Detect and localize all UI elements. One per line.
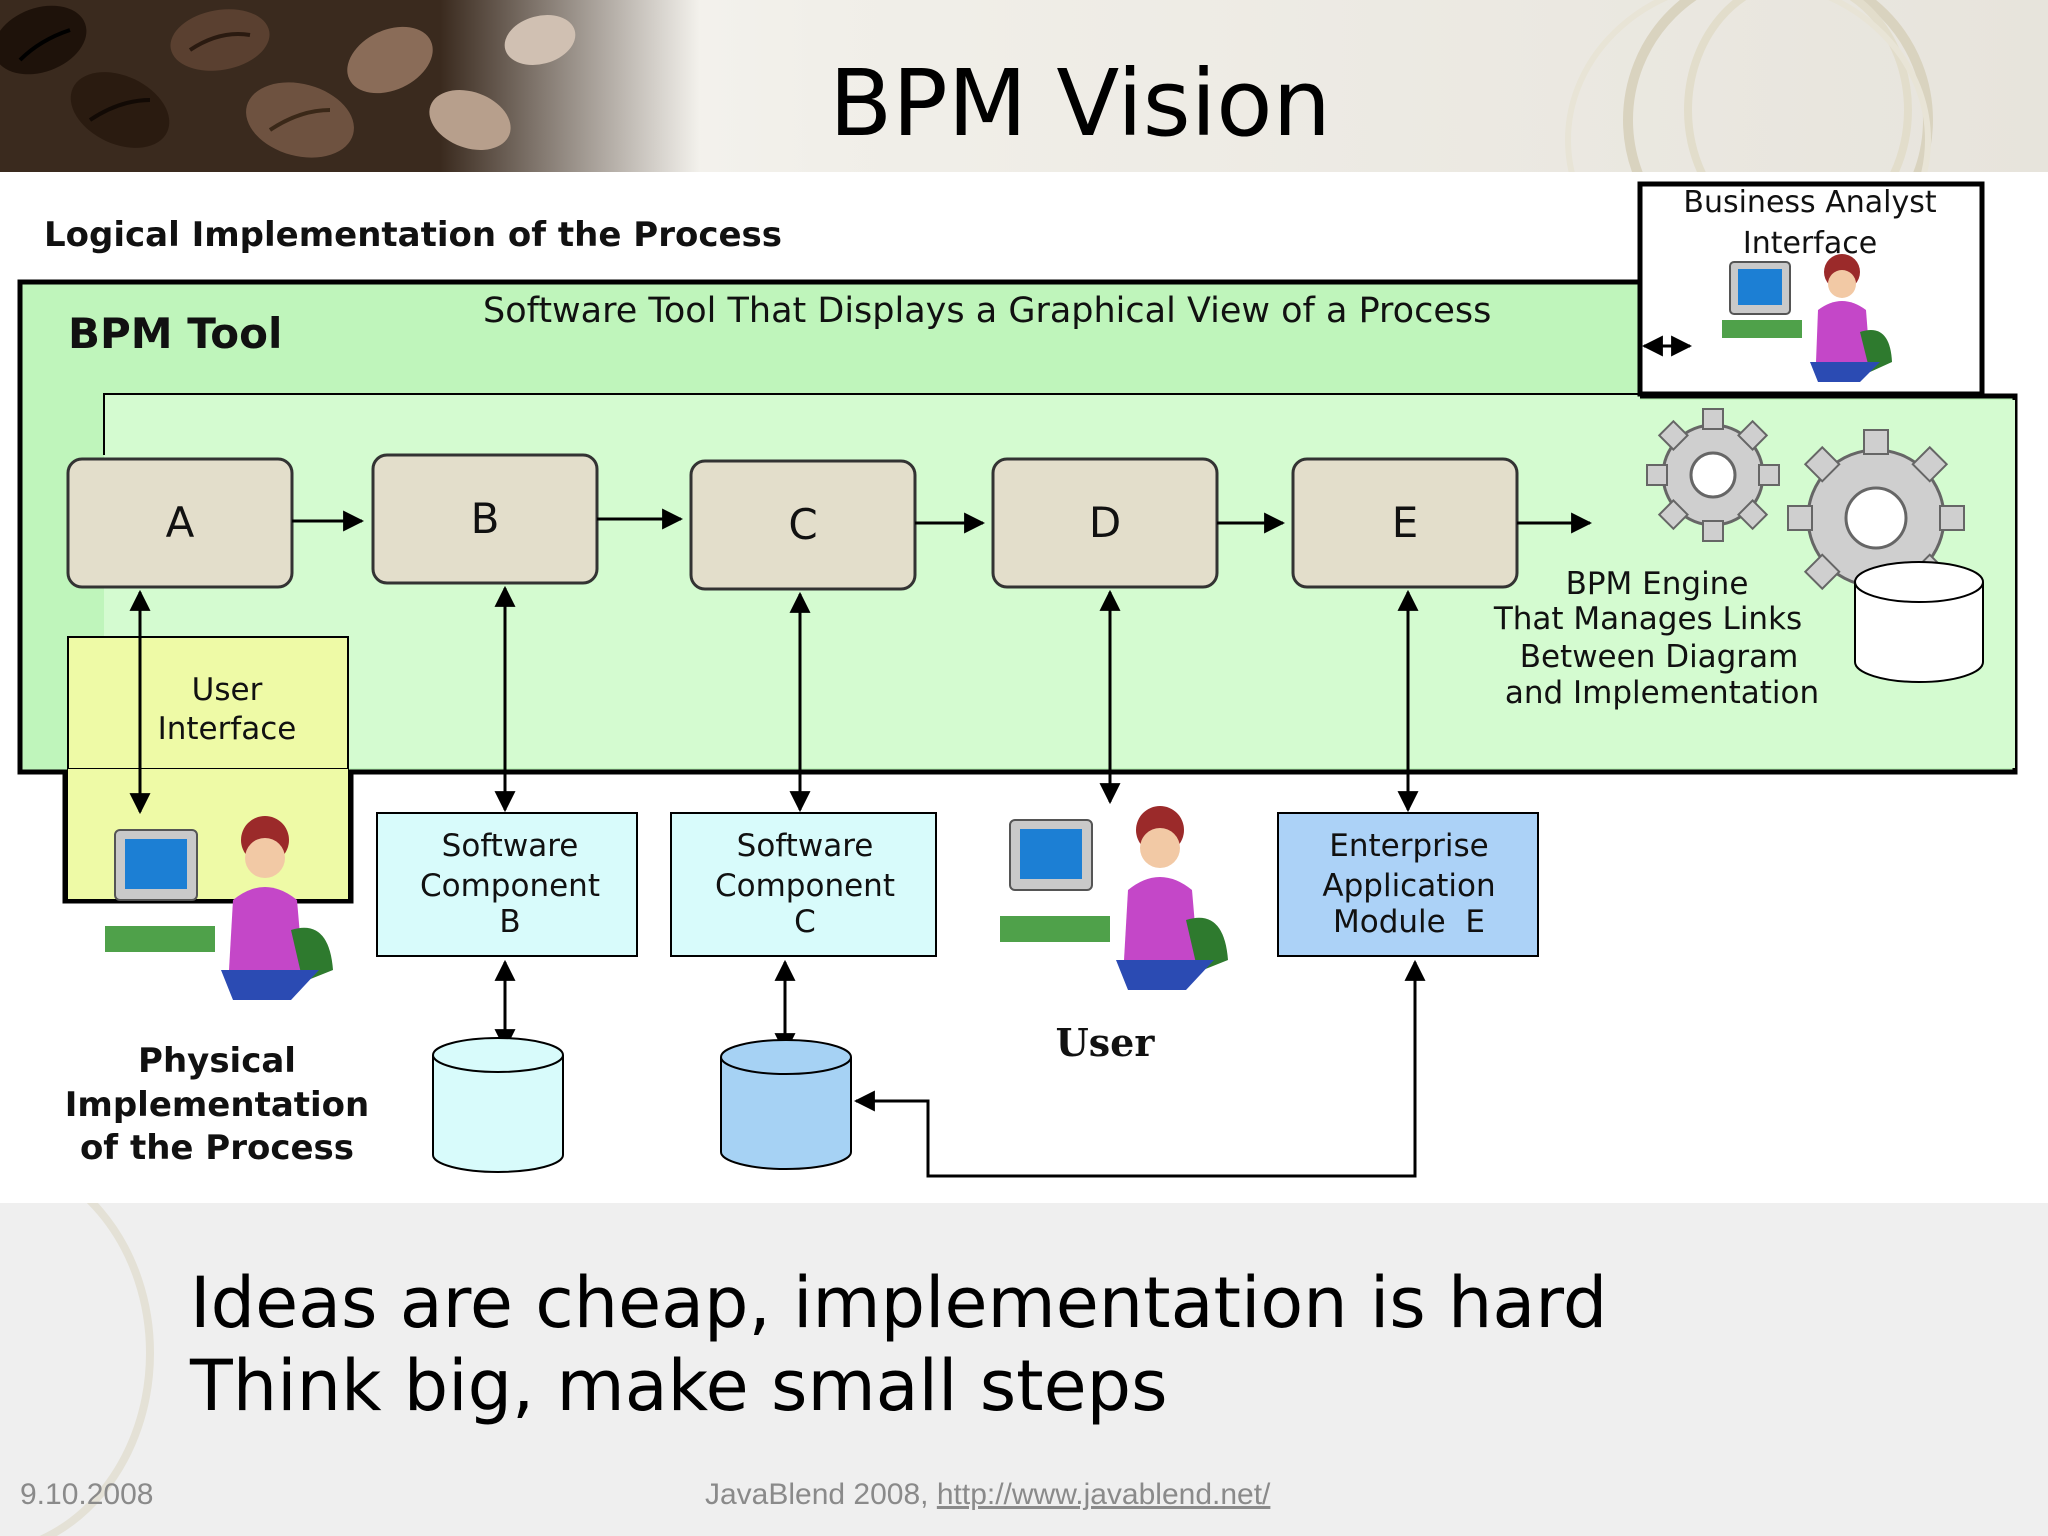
bullet-1: Ideas are cheap, implementation is hard [190, 1262, 1608, 1344]
component-b-line-3: B [499, 904, 520, 940]
component-b-line-2: Component [420, 868, 600, 904]
engine-caption-line-2: That Manages Links [1493, 601, 1802, 637]
physical-label-line-3: of the Process [80, 1128, 354, 1168]
user-interface-line-2: Interface [158, 711, 297, 747]
component-b-line-1: Software [442, 828, 579, 864]
slide-title: BPM Vision [829, 50, 1331, 157]
physical-label-line-1: Physical [138, 1041, 296, 1081]
engine-caption-line-1: BPM Engine [1566, 566, 1749, 602]
business-analyst-figure [1722, 254, 1892, 382]
database-c-icon [720, 1039, 852, 1170]
footer-decorative-ring [39, 1203, 154, 1536]
decorative-rings [1565, 0, 1933, 172]
business-analyst-line-1: Business Analyst [1683, 185, 1936, 220]
link-arrows [129, 585, 1426, 1178]
engine-caption-line-3: Between Diagram [1520, 639, 1799, 675]
enterprise-module-line-2: Application [1322, 868, 1495, 904]
component-c-line-1: Software [737, 828, 874, 864]
business-analyst-line-2: Interface [1743, 226, 1877, 261]
logical-label: Logical Implementation of the Process [44, 215, 782, 255]
bpm-diagram: Logical Implementation of the Process BP… [17, 181, 2018, 1178]
enterprise-module-line-3: Module E [1333, 904, 1485, 940]
step-c-label: C [788, 500, 817, 549]
step-d: D [991, 457, 1219, 589]
footer-source: JavaBlend 2008, http://www.javablend.net… [705, 1478, 1270, 1512]
bullet-2: Think big, make small steps [190, 1345, 1168, 1427]
step-e-label: E [1392, 498, 1419, 547]
step-b: B [371, 453, 599, 585]
engine-caption-line-4: and Implementation [1505, 675, 1819, 711]
component-c-line-3: C [794, 904, 816, 940]
software-component-c-box [670, 812, 937, 957]
user-figure [1000, 806, 1228, 990]
component-c-line-2: Component [715, 868, 895, 904]
step-a-label: A [166, 498, 195, 547]
step-a: A [66, 457, 294, 589]
user-interface-line-1: User [192, 672, 263, 708]
step-flow-arrows [292, 508, 1593, 534]
bpm-tool-caption: Software Tool That Displays a Graphical … [483, 291, 1491, 331]
user-label: User [1056, 1020, 1156, 1065]
step-b-label: B [471, 494, 500, 543]
footer-link[interactable]: http://www.javablend.net/ [936, 1478, 1271, 1511]
footer-source-text: JavaBlend 2008, [705, 1478, 937, 1511]
engine-database-icon [1854, 561, 1984, 683]
step-d-label: D [1089, 498, 1121, 547]
footer-date: 9.10.2008 [20, 1478, 154, 1511]
step-c: C [689, 459, 917, 591]
coffee-beans-image [0, 0, 700, 172]
physical-label-line-2: Implementation [65, 1085, 370, 1125]
user-interface-box [67, 636, 349, 770]
business-analyst-box [1637, 181, 1985, 397]
step-e: E [1291, 457, 1519, 589]
bpm-tool-label: BPM Tool [68, 309, 282, 358]
database-b-icon [432, 1037, 564, 1173]
enterprise-module-line-1: Enterprise [1329, 828, 1488, 864]
software-component-b-box [376, 812, 638, 957]
footer-band [0, 1203, 2048, 1536]
enterprise-module-box [1277, 812, 1539, 957]
physical-user-figure [105, 816, 333, 1000]
